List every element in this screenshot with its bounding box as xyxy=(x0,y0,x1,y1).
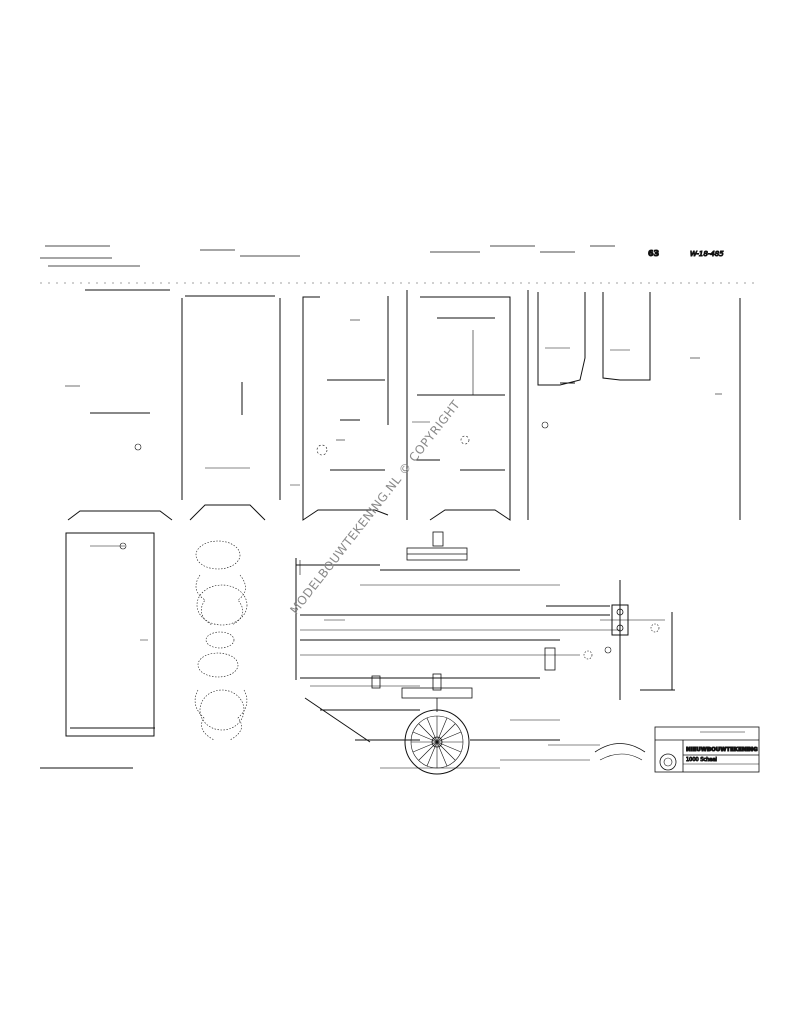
seal-stamp-icon xyxy=(659,753,677,771)
bracket-detail xyxy=(371,531,473,712)
sheet-number: 63 xyxy=(648,249,659,258)
title-block-line-2: 1000 Schaal xyxy=(686,757,717,763)
frame-parts-top-right xyxy=(527,290,741,520)
part-outline-top-left xyxy=(65,289,300,521)
wheel-icon xyxy=(380,709,500,775)
side-panel-outline xyxy=(40,532,155,769)
chassis-side-elevation xyxy=(295,558,620,743)
ornamental-column-detail xyxy=(194,540,248,741)
title-block-line-1: NIEUWBOUWTEKENING xyxy=(686,747,758,753)
frame-parts-top-middle xyxy=(302,290,511,521)
header-strip xyxy=(40,245,760,284)
title-block xyxy=(654,726,760,773)
copyright-watermark: MODELBOUWTEKENING.NL © COPYRIGHT xyxy=(287,397,463,616)
drawing-code: W-18-485 xyxy=(690,250,724,258)
steering-mechanism xyxy=(500,580,675,761)
